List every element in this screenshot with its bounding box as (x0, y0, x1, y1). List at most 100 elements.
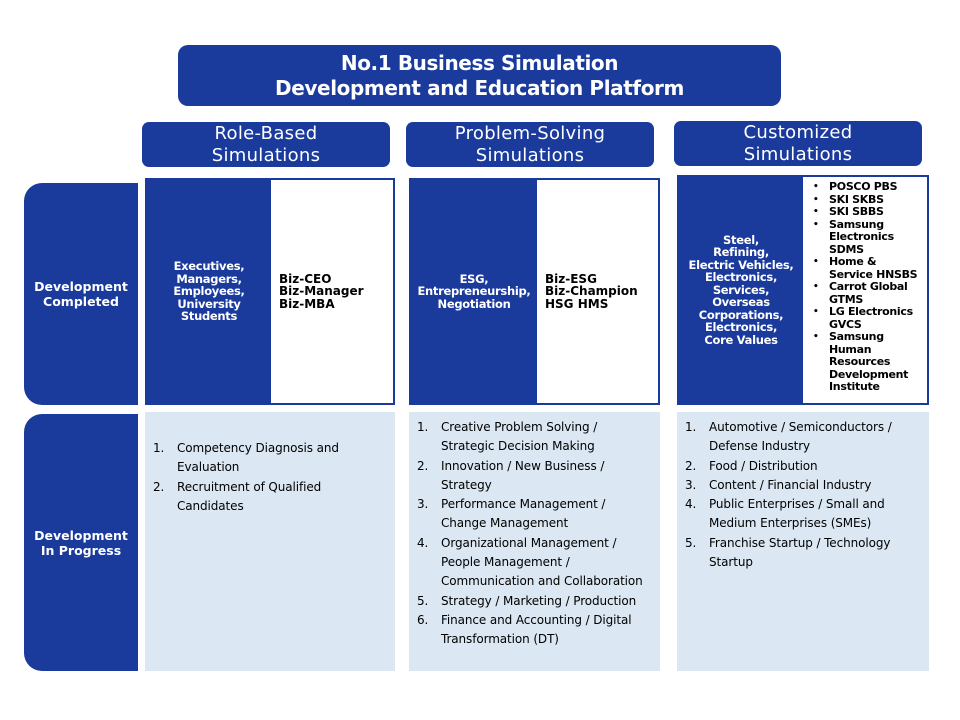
in-progress-problem-solving-cell: 1. Creative Problem Solving / Strategic … (409, 412, 660, 671)
list-item: 2. Recruitment of Qualified Candidates (153, 478, 389, 517)
completed-problem-solving-cell: ESG, Entrepreneurship, Negotiation Biz-E… (409, 178, 660, 405)
client-line: Samsung (829, 330, 884, 343)
client-line: Human (829, 342, 872, 356)
list-number: 3. (417, 497, 429, 512)
role-based-products: Biz-CEO Biz-Manager Biz-MBA (271, 180, 393, 403)
list-line: Recruitment of Qualified (177, 479, 322, 494)
industry-line: Refining, (713, 245, 769, 260)
list-line: Candidates (177, 498, 244, 513)
client-line: GVCS (829, 317, 862, 331)
list-item: 5. Strategy / Marketing / Production (417, 592, 657, 611)
list-number: 6. (417, 612, 429, 627)
bullet-icon: • (813, 219, 819, 230)
audience-line: Students (180, 309, 238, 324)
completed-customized-cell: Steel, Refining, Electric Vehicles, Elec… (677, 175, 929, 405)
list-line: Competency Diagnosis and (177, 441, 339, 455)
column-header-line1: Customized (743, 121, 853, 143)
list-number: 1. (417, 420, 429, 434)
client-line: POSCO PBS (829, 180, 898, 193)
list-item: 3. Performance Management / Change Manag… (417, 495, 657, 534)
bullet-icon: • (813, 332, 819, 342)
role-based-progress-list: 1. Competency Diagnosis and Evaluation 2… (153, 439, 389, 516)
audience-line: Executives, (173, 259, 245, 274)
industry-line: Electric Vehicles, (688, 257, 794, 272)
bullet-icon: • (813, 194, 819, 205)
customized-industries: Steel, Refining, Electric Vehicles, Elec… (679, 177, 803, 403)
main-title: No.1 Business Simulation Development and… (178, 45, 781, 106)
client-line: Home & (829, 255, 877, 268)
topic-line: Negotiation (437, 296, 511, 311)
client-item: • LG Electronics GVCS (813, 305, 917, 331)
bullet-icon: • (813, 282, 819, 292)
row-header-line1: Development (34, 527, 128, 543)
list-line: Innovation / New Business / (441, 458, 605, 473)
client-line: SKI SKBS (829, 192, 884, 206)
list-item: 1. Automotive / Semiconductors / Defense… (685, 418, 925, 457)
product-name: Biz-ESG (545, 271, 597, 286)
list-line: Evaluation (177, 460, 240, 475)
list-line: Strategy (441, 477, 492, 492)
list-line: Franchise Startup / Technology (709, 535, 891, 550)
list-item: 1. Competency Diagnosis and Evaluation (153, 439, 389, 478)
industry-line: Electronics, (704, 270, 778, 285)
row-header-line1: Development (34, 279, 128, 294)
list-number: 2. (153, 479, 165, 494)
in-progress-role-based-cell: 1. Competency Diagnosis and Evaluation 2… (145, 412, 395, 671)
client-item: • Home & Service HNSBS (813, 255, 918, 281)
product-name: Biz-Manager (279, 284, 364, 299)
list-line: People Management / (441, 555, 570, 570)
list-line: Public Enterprises / Small and (709, 497, 885, 512)
list-item: 4. Public Enterprises / Small and Medium… (685, 495, 925, 534)
completed-role-based-cell: Executives, Managers, Employees, Univers… (145, 178, 395, 405)
client-item: • Samsung Electronics SDMS (813, 218, 917, 257)
list-line: Strategy / Marketing / Production (441, 593, 637, 608)
list-number: 5. (417, 593, 429, 608)
industry-line: Services, (712, 282, 770, 297)
client-line: Resources (829, 355, 891, 368)
list-line: Creative Problem Solving / (441, 420, 598, 434)
list-line: Medium Enterprises (SMEs) (709, 516, 872, 531)
role-based-audience: Executives, Managers, Employees, Univers… (147, 180, 271, 403)
bullet-icon: • (813, 307, 819, 317)
client-item: • Samsung Human Resources Development In… (813, 330, 917, 394)
industry-line: Corporations, (698, 307, 784, 322)
list-line: Change Management (441, 516, 569, 531)
list-line: Startup (709, 555, 753, 570)
topic-line: Entrepreneurship, (417, 284, 531, 299)
list-number: 1. (685, 420, 697, 434)
row-header-line2: In Progress (40, 542, 122, 558)
list-item: 1. Creative Problem Solving / Strategic … (417, 418, 657, 457)
audience-line: Managers, (176, 271, 242, 286)
column-header-line1: Role-Based (214, 122, 318, 144)
client-line: Service HNSBS (829, 267, 918, 281)
column-header-line2: Simulations (211, 144, 321, 166)
topic-line: ESG, (459, 271, 489, 286)
list-line: Defense Industry (709, 439, 811, 454)
client-line: GTMS (829, 292, 864, 306)
list-line: Automotive / Semiconductors / (709, 420, 892, 434)
client-line: SKI SBBS (829, 205, 884, 218)
list-item: 3. Content / Financial Industry (685, 476, 925, 495)
list-line: Strategic Decision Making (441, 439, 595, 454)
list-number: 2. (685, 458, 697, 473)
main-title-line2: Development and Education Platform (275, 75, 684, 100)
problem-solving-products: Biz-ESG Biz-Champion HSG HMS (537, 180, 658, 403)
list-item: 6. Finance and Accounting / Digital Tran… (417, 611, 657, 650)
list-number: 3. (685, 477, 697, 492)
problem-solving-progress-list: 1. Creative Problem Solving / Strategic … (417, 418, 657, 650)
product-name: Biz-Champion (545, 284, 638, 299)
client-line: SDMS (829, 242, 864, 256)
list-number: 4. (685, 497, 697, 512)
client-line: Carrot Global (829, 280, 908, 293)
column-header-line1: Problem-Solving (454, 122, 606, 144)
product-name: HSG HMS (545, 296, 609, 311)
bullet-icon: • (813, 182, 819, 192)
client-item: • Carrot Global GTMS (813, 280, 917, 306)
list-number: 4. (417, 535, 429, 550)
list-line: Food / Distribution (709, 458, 818, 473)
list-number: 2. (417, 458, 429, 473)
client-line: LG Electronics (829, 305, 913, 318)
industry-line: Overseas (712, 295, 770, 310)
main-title-line1: No.1 Business Simulation (340, 50, 619, 75)
list-line: Communication and Collaboration (441, 574, 643, 589)
